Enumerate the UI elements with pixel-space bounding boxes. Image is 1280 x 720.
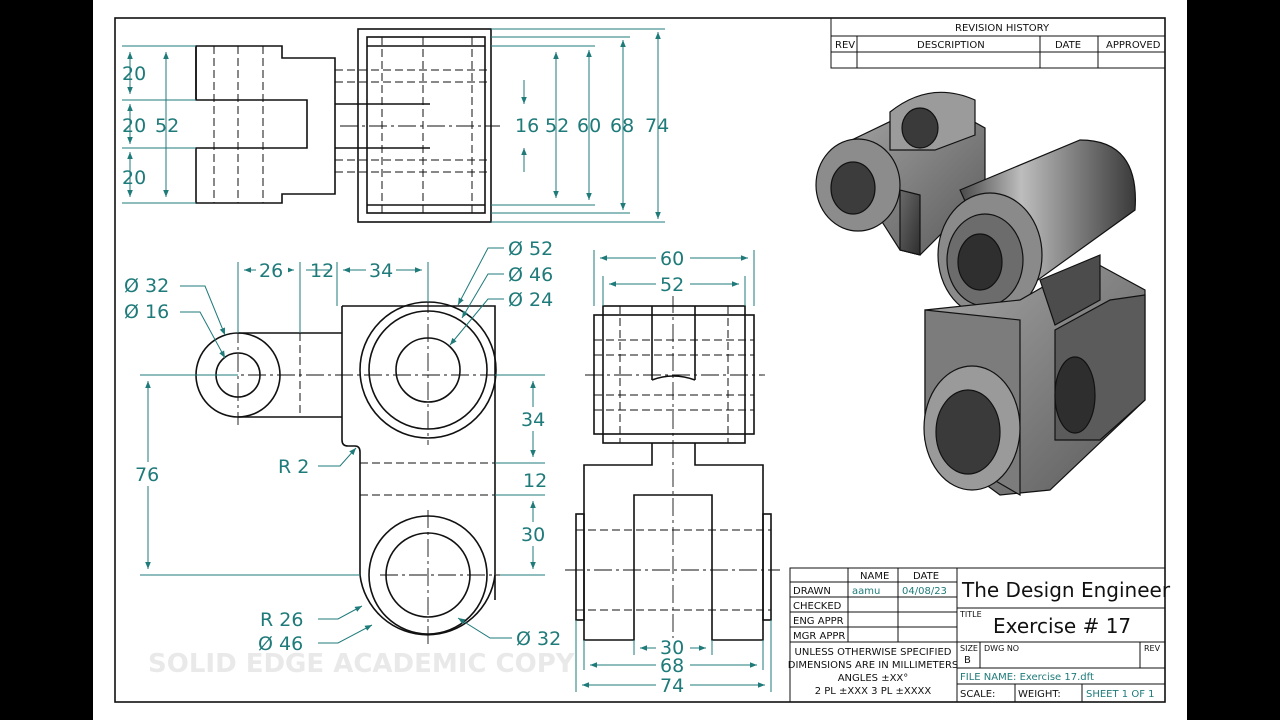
dim-top-60: 60: [577, 115, 601, 137]
tb-company: The Design Engineer: [961, 578, 1171, 602]
dim-front-dia24: Ø 24: [508, 289, 553, 311]
tb-note-3: ANGLES ±XX°: [838, 673, 909, 684]
dim-top-68: 68: [610, 115, 634, 137]
dim-front-76: 76: [135, 464, 159, 486]
tb-file-name: FILE NAME: Exercise 17.dft: [960, 672, 1094, 683]
dim-side-68: 68: [660, 655, 684, 677]
tb-drawn-name: aamu: [852, 586, 880, 597]
dim-top-20b: 20: [122, 115, 146, 137]
drawing-border: [114, 17, 1166, 703]
dim-top-52a: 52: [155, 115, 179, 137]
dim-front-dia46a: Ø 46: [508, 264, 553, 286]
top-view: 20 20 52 20 16 52 60 68 74: [122, 28, 669, 223]
front-view: 26 12 34 Ø 32 Ø 16 Ø 52 Ø 46 Ø 24 76 R 2: [124, 238, 561, 655]
dim-front-r26: R 26: [260, 609, 303, 631]
dim-side-30: 30: [660, 637, 684, 659]
dim-front-34a: 34: [369, 260, 393, 282]
tb-title: Exercise # 17: [993, 614, 1131, 638]
isometric-view: [815, 91, 1146, 497]
dim-front-dia32: Ø 32: [124, 275, 169, 297]
rev-col-description: DESCRIPTION: [917, 40, 985, 51]
tb-note-1: UNLESS OTHERWISE SPECIFIED: [795, 647, 952, 658]
tb-drawn-date: 04/08/23: [902, 586, 947, 597]
dim-top-52b: 52: [545, 115, 569, 137]
tb-row-checked: CHECKED: [793, 601, 842, 612]
tb-weight-label: WEIGHT:: [1018, 689, 1061, 700]
drawing-canvas: SOLID EDGE ACADEMIC COPY 20 20: [114, 17, 1171, 703]
tb-size: B: [964, 655, 971, 666]
dim-front-34b: 34: [521, 409, 545, 431]
dim-top-20a: 20: [122, 63, 146, 85]
revision-block: REVISION HISTORY REV DESCRIPTION DATE AP…: [830, 17, 1166, 69]
tb-size-label: SIZE: [960, 644, 978, 653]
dim-top-20c: 20: [122, 167, 146, 189]
dim-side-52: 52: [660, 274, 684, 296]
dim-top-74: 74: [645, 115, 669, 137]
tb-dwg-no-label: DWG NO: [984, 644, 1019, 653]
tb-col-name: NAME: [860, 571, 889, 582]
dim-front-26: 26: [259, 260, 283, 282]
dim-front-dia32b: Ø 32: [516, 628, 561, 650]
tb-row-drawn: DRAWN: [793, 586, 831, 597]
rev-col-rev: REV: [835, 40, 855, 51]
dim-side-60: 60: [660, 248, 684, 270]
tb-note-2: DIMENSIONS ARE IN MILLIMETERS: [788, 660, 958, 671]
dim-front-12a: 12: [310, 260, 334, 282]
revision-title: REVISION HISTORY: [955, 23, 1050, 34]
title-block: NAME DATE DRAWN aamu 04/08/23 CHECKED EN…: [788, 567, 1171, 703]
dim-front-dia16: Ø 16: [124, 301, 169, 323]
tb-row-eng-appr: ENG APPR: [793, 616, 844, 627]
dim-front-30: 30: [521, 524, 545, 546]
dim-top-16: 16: [515, 115, 539, 137]
tb-row-mgr-appr: MGR APPR: [793, 631, 845, 642]
tb-col-date: DATE: [913, 571, 939, 582]
dim-front-r2: R 2: [278, 456, 309, 478]
side-view: 60 52 30 68 74: [565, 246, 780, 697]
dim-side-74: 74: [660, 675, 684, 697]
tb-title-label: TITLE: [959, 610, 982, 619]
watermark: SOLID EDGE ACADEMIC COPY: [148, 649, 576, 679]
rev-col-approved: APPROVED: [1106, 40, 1161, 51]
rev-col-date: DATE: [1055, 40, 1081, 51]
tb-sheet: SHEET 1 OF 1: [1086, 689, 1155, 700]
dim-front-12b: 12: [523, 470, 547, 492]
drawing-sheet: SOLID EDGE ACADEMIC COPY 20 20: [93, 0, 1187, 720]
tb-rev-label: REV: [1144, 644, 1161, 653]
dim-front-dia46b: Ø 46: [258, 633, 303, 655]
dim-front-dia52: Ø 52: [508, 238, 553, 260]
tb-scale-label: SCALE:: [960, 689, 995, 700]
tb-note-4: 2 PL ±XXX 3 PL ±XXXX: [815, 686, 932, 697]
